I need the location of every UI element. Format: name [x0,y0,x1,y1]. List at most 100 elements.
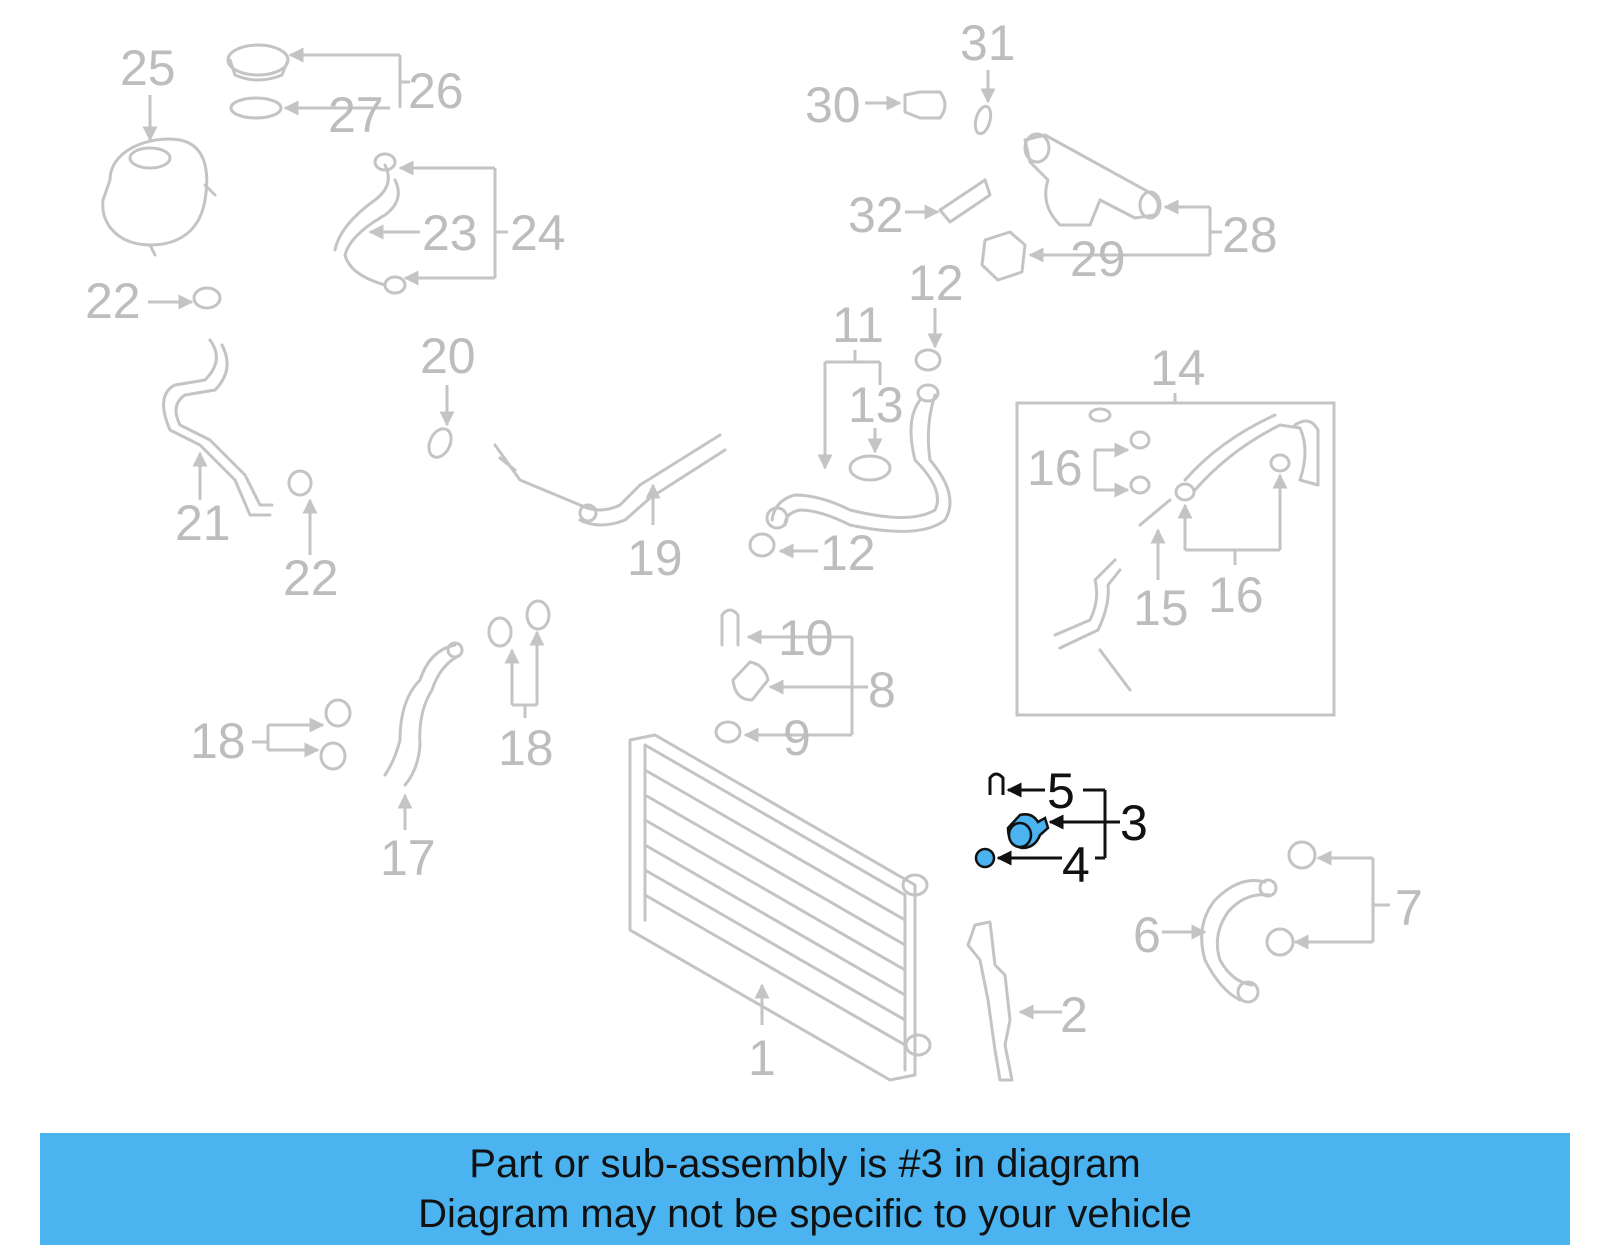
part-4-washer [974,847,996,869]
svg-text:5: 5 [1047,763,1075,819]
callout-19[interactable]: 19 [627,483,683,586]
part-12-clamp-upper [914,348,942,372]
svg-text:20: 20 [420,328,476,384]
svg-text:14: 14 [1150,340,1206,396]
callout-16a[interactable]: 16 [1027,440,1130,498]
svg-text:15: 15 [1133,580,1189,636]
part-2-bracket [966,920,1014,1082]
part-31-oring [973,104,993,136]
part-6-hose [1200,878,1278,1004]
part-18-clamps-mid [487,599,551,648]
callout-11[interactable]: 11 [817,297,884,470]
callout-12b[interactable]: 12 [778,525,876,581]
svg-text:17: 17 [380,830,436,886]
svg-text:27: 27 [328,87,384,143]
svg-text:18: 18 [190,713,246,769]
callout-6[interactable]: 6 [1133,907,1207,963]
svg-text:7: 7 [1395,880,1423,936]
part-20-oring [427,427,453,459]
callout-14[interactable]: 14 [1150,340,1206,403]
callout-25[interactable]: 25 [120,40,176,142]
callout-17[interactable]: 17 [380,793,436,886]
callout-32[interactable]: 32 [848,187,940,243]
callout-7[interactable]: 7 [1293,850,1423,950]
svg-text:9: 9 [783,710,811,766]
callout-1[interactable]: 1 [748,983,776,1086]
callout-22b[interactable]: 22 [283,498,339,606]
svg-text:12: 12 [908,255,964,311]
part-12-clamp-lower [748,532,776,558]
svg-text:24: 24 [510,205,566,261]
svg-text:25: 25 [120,40,176,96]
svg-text:4: 4 [1062,837,1090,893]
callout-5[interactable]: 5 [1006,763,1075,819]
svg-text:22: 22 [85,273,141,329]
callout-23[interactable]: 23 [368,205,478,261]
callout-2[interactable]: 2 [1018,987,1088,1043]
part-17-hose [383,641,464,787]
info-banner: Part or sub-assembly is #3 in diagram Di… [40,1133,1570,1245]
callout-3[interactable]: 3 [1048,788,1148,858]
callout-8[interactable]: 8 [768,637,896,735]
svg-text:32: 32 [848,187,904,243]
callout-21[interactable]: 21 [175,451,231,551]
part-19-pipe [493,433,727,527]
part-26-cap [226,43,290,82]
part-22-clamp-lower [287,469,313,497]
svg-text:2: 2 [1060,987,1088,1043]
callout-28[interactable]: 28 [1163,199,1278,263]
svg-text:19: 19 [627,530,683,586]
part-18-clamps-left [319,698,352,771]
part-30-sensor [903,90,947,120]
svg-text:12: 12 [820,525,876,581]
callout-13[interactable]: 13 [848,377,904,454]
callout-15[interactable]: 15 [1133,528,1189,636]
svg-text:23: 23 [422,205,478,261]
svg-text:16: 16 [1208,567,1264,623]
svg-text:28: 28 [1222,207,1278,263]
callout-24[interactable]: 24 [398,160,566,286]
svg-text:16: 16 [1027,440,1083,496]
callout-20[interactable]: 20 [420,328,476,427]
callout-10[interactable]: 10 [746,610,852,666]
callout-30[interactable]: 30 [805,77,902,133]
callout-4[interactable]: 4 [996,837,1105,893]
callout-27[interactable]: 27 [328,87,384,143]
part-1-radiator [628,733,932,1082]
part-7-clamps [1265,840,1317,957]
part-11-hose [765,383,952,533]
callout-29[interactable]: 29 [1028,231,1210,287]
callout-18b[interactable]: 18 [498,630,554,776]
part-27-seal [229,96,283,120]
part-21-hose [162,338,274,517]
part-8-fitting [731,660,770,702]
part-25-reservoir [101,137,217,257]
part-32-clip [938,178,992,224]
part-10-clip [720,608,740,647]
banner-line-2: Diagram may not be specific to your vehi… [418,1192,1192,1236]
part-14-assembly-box [1015,401,1336,717]
svg-text:29: 29 [1070,231,1126,287]
callout-16b[interactable]: 16 [1177,473,1288,623]
part-28-flange [1023,132,1162,227]
callout-22a[interactable]: 22 [85,273,194,329]
banner-line-1: Part or sub-assembly is #3 in diagram [469,1142,1141,1186]
part-3-highlight-group [974,772,1050,869]
callout-12a[interactable]: 12 [908,255,964,349]
part-24-hose [333,152,407,295]
callout-18a[interactable]: 18 [190,713,325,769]
callout-9[interactable]: 9 [743,710,852,766]
svg-text:11: 11 [832,297,884,353]
svg-text:10: 10 [778,610,834,666]
part-13-clamp [848,454,892,482]
part-3-fitting [1006,813,1050,850]
svg-text:13: 13 [848,377,904,433]
svg-text:8: 8 [868,662,896,718]
callout-26[interactable]: 26 [283,47,464,119]
part-29-gasket [980,230,1027,282]
svg-text:18: 18 [498,720,554,776]
callout-31[interactable]: 31 [960,15,1016,104]
svg-text:6: 6 [1133,907,1161,963]
svg-text:30: 30 [805,77,861,133]
